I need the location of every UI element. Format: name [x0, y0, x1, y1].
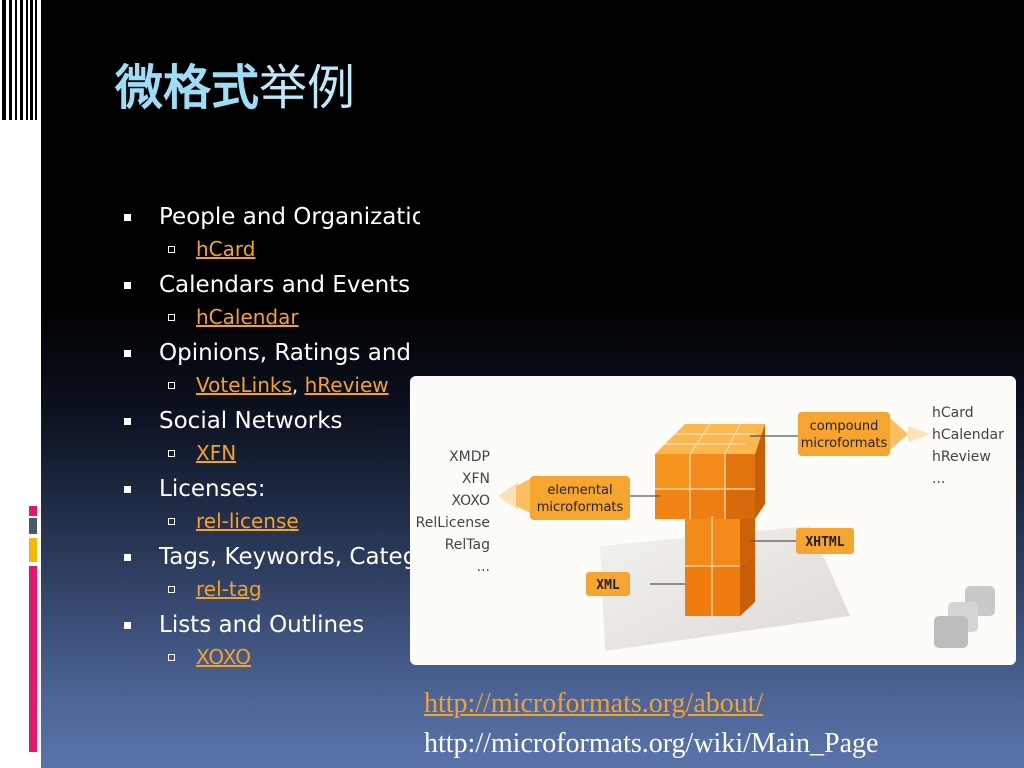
link-hreview[interactable]: hReview: [304, 373, 389, 397]
separator: ,: [291, 373, 305, 397]
cube: [655, 454, 690, 489]
bullet-label: Opinions, Ratings and Reviews: [159, 340, 420, 366]
square-bullet-icon: [124, 486, 131, 493]
stripe: [2, 0, 6, 120]
stripe: [26, 0, 28, 120]
left-list-item: RelLicense: [416, 515, 490, 531]
right-list-item: hReview: [932, 449, 991, 465]
left-list-item: XFN: [462, 471, 490, 487]
bullet-item: People and Organizations: [120, 202, 420, 236]
xml-tag: [586, 572, 630, 596]
bullet-label: Calendars and Events: [159, 272, 411, 298]
square-bullet-icon: [124, 622, 131, 629]
link-xfn[interactable]: XFN: [196, 441, 237, 465]
cube-stack: [655, 423, 765, 616]
wiki-url-text: http://microformats.org/wiki/Main_Page: [424, 728, 879, 759]
left-list-item: XOXO: [451, 493, 490, 509]
left-list-item: XMDP: [449, 449, 490, 465]
xhtml-label: XHTML: [805, 535, 844, 550]
sub-bullet-item: XOXO: [120, 644, 420, 678]
accent-magenta: [29, 506, 37, 516]
compound-arrow: [798, 412, 930, 456]
square-bullet-icon: [124, 282, 131, 289]
elemental-label-1: elemental: [547, 483, 612, 498]
elemental-label-2: microformats: [537, 500, 624, 515]
link-votelinks[interactable]: VoteLinks: [196, 373, 292, 397]
reference-links: http://microformats.org/about/ http://mi…: [424, 684, 878, 764]
right-list-item: hCalendar: [932, 427, 1004, 443]
left-decor-bar: [0, 0, 41, 768]
hollow-bullet-icon: [168, 382, 175, 389]
cube: [725, 489, 755, 519]
accent-grey: [29, 518, 37, 534]
cube: [690, 454, 725, 489]
cube: [690, 489, 725, 519]
bullet-item: Tags, Keywords, Categories: [120, 542, 420, 576]
bullet-item: Social Networks: [120, 406, 420, 440]
diagram-svg: compound microformats elemental microfor…: [416, 405, 1004, 651]
bullet-item: Licenses:: [120, 474, 420, 508]
xhtml-tag: [796, 528, 854, 554]
square-bullet-icon: [124, 350, 131, 357]
stripe: [35, 0, 37, 120]
bullet-list: People and Organizations hCard Calendars…: [120, 202, 420, 678]
hollow-bullet-icon: [168, 314, 175, 321]
stripe: [15, 0, 17, 120]
stripe: [9, 0, 12, 120]
accent-yellow: [29, 538, 37, 562]
stripe: [30, 0, 33, 120]
bullet-item: Calendars and Events: [120, 270, 420, 304]
sub-bullet-item: hCard: [120, 236, 420, 270]
left-list-item: ...: [477, 559, 490, 575]
square-bullet-icon: [124, 554, 131, 561]
bullet-label: Social Networks: [159, 408, 343, 434]
right-list-item: hCard: [932, 405, 974, 421]
cube: [655, 489, 690, 519]
stripe: [20, 0, 23, 120]
square-bullet-icon: [124, 214, 131, 221]
hollow-bullet-icon: [168, 246, 175, 253]
link-about[interactable]: http://microformats.org/about/: [424, 688, 764, 719]
sub-bullet-item: VoteLinks, hReview: [120, 372, 420, 406]
accent-magenta-long: [29, 566, 37, 752]
right-list-item: ...: [932, 471, 945, 487]
square-bullet-icon: [124, 418, 131, 425]
bullet-item: Lists and Outlines: [120, 610, 420, 644]
cube: [655, 424, 765, 454]
hollow-bullet-icon: [168, 450, 175, 457]
hollow-bullet-icon: [168, 586, 175, 593]
title-bold: 微格式: [115, 60, 260, 116]
microformats-diagram: compound microformats elemental microfor…: [410, 376, 1016, 665]
title-light: 举例: [259, 60, 356, 116]
link-xoxo[interactable]: XOXO: [196, 645, 252, 669]
cube: [725, 454, 755, 489]
link-rel-license[interactable]: rel-license: [196, 509, 299, 533]
hollow-bullet-icon: [168, 518, 175, 525]
cube: [755, 424, 765, 519]
sub-bullet-item: XFN: [120, 440, 420, 474]
cube: [740, 554, 755, 616]
bullet-label: Licenses:: [159, 476, 266, 502]
bullet-label: Lists and Outlines: [159, 612, 365, 638]
xml-label: XML: [596, 578, 620, 593]
left-list-item: RelTag: [445, 537, 490, 553]
bullet-label: Tags, Keywords, Categories: [159, 544, 420, 570]
link-hcalendar[interactable]: hCalendar: [196, 305, 299, 329]
cube: [740, 504, 755, 566]
compound-label-1: compound: [810, 419, 879, 434]
slide-title: 微格式举例: [115, 64, 355, 112]
sub-bullet-item: rel-tag: [120, 576, 420, 610]
compound-label-2: microformats: [801, 436, 888, 451]
link-hcard[interactable]: hCard: [196, 237, 256, 261]
elemental-arrow: [498, 476, 630, 520]
sub-bullet-item: rel-license: [120, 508, 420, 542]
bullet-item: Opinions, Ratings and Reviews: [120, 338, 420, 372]
link-rel-tag[interactable]: rel-tag: [196, 577, 262, 601]
microformats-logo-icon: [934, 586, 995, 648]
hollow-bullet-icon: [168, 654, 175, 661]
sub-bullet-item: hCalendar: [120, 304, 420, 338]
bullet-label: People and Organizations: [159, 204, 420, 230]
